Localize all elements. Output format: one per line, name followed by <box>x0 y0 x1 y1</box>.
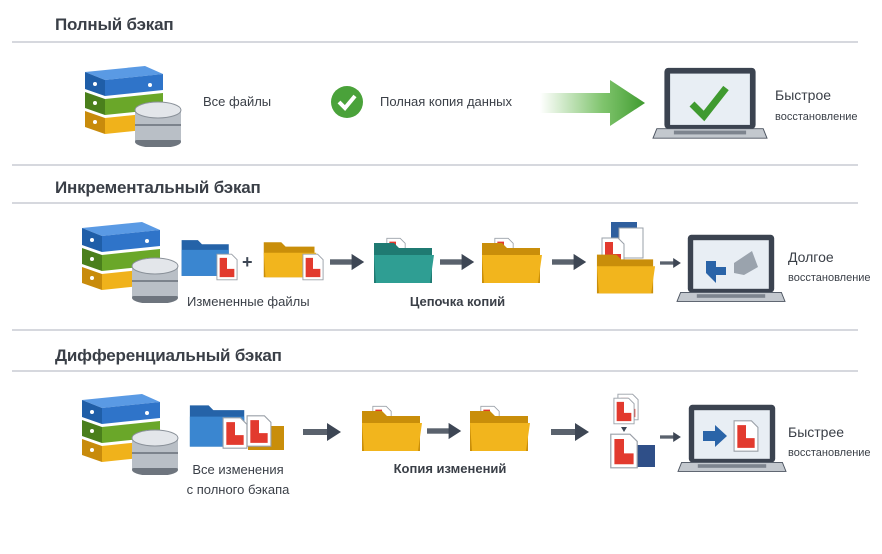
plus-sign: + <box>242 252 253 272</box>
divider <box>12 329 858 331</box>
divider <box>12 202 858 204</box>
step-label: Копия изменений <box>393 461 507 476</box>
section-title-incremental: Инкрементальный бэкап <box>55 178 261 197</box>
arrow-right-icon <box>427 422 462 440</box>
result-label-line1: Быстрое <box>775 87 832 103</box>
laptop-icon <box>676 234 786 302</box>
result-label-line2: восстановление <box>788 272 871 284</box>
result-label-line2: восстановление <box>775 111 858 123</box>
result-label-line1: Быстрее <box>788 424 845 440</box>
blue-folder-icon <box>181 240 238 281</box>
divider <box>12 370 858 372</box>
result-label-line2: восстановление <box>788 447 871 459</box>
green-arrow-icon <box>540 80 645 126</box>
laptop-icon <box>650 66 770 142</box>
arrow-right-icon <box>303 423 341 441</box>
section-title-differential: Дифференциальный бэкап <box>55 346 282 365</box>
laptop-icon <box>677 404 787 472</box>
arrow-right-icon <box>330 253 365 271</box>
teal-folder-docs-icon <box>374 237 434 283</box>
divider <box>12 41 858 43</box>
check-circle-icon <box>331 86 363 118</box>
arrow-right-icon <box>551 423 589 441</box>
source-label-line1: Все изменения <box>192 462 284 477</box>
stacked-docs-icon <box>610 393 655 469</box>
step-label: Цепочка копий <box>409 294 506 309</box>
source-label: Измененные файлы <box>187 294 310 309</box>
step-label: Полная копия данных <box>380 94 512 109</box>
folder-stack-docs-icon <box>596 222 656 294</box>
source-label-line2: с полного бэкапа <box>186 482 290 497</box>
divider <box>12 164 858 166</box>
yellow-folder-docs-icon <box>482 237 542 283</box>
server-database-icon <box>72 390 182 475</box>
result-label-line1: Долгое <box>788 249 834 265</box>
yellow-folder-docs-icon <box>362 405 422 451</box>
arrow-right-icon <box>440 253 475 271</box>
source-label: Все файлы <box>203 94 272 109</box>
server-database-icon <box>75 62 185 147</box>
section-title-full: Полный бэкап <box>55 15 174 34</box>
server-database-icon <box>72 218 182 303</box>
arrow-right-icon <box>552 253 587 271</box>
yellow-folder-icon <box>263 242 324 281</box>
yellow-folder-docs-icon <box>470 405 530 451</box>
blue-folder-docs-icon <box>189 405 284 450</box>
